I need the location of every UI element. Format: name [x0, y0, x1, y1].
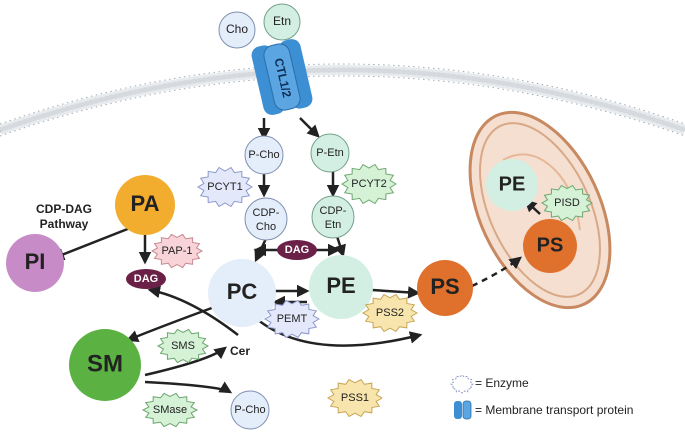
ctl1-2-transporter: CTL1/2 — [251, 39, 313, 115]
pi-node: PI — [6, 234, 64, 292]
dag-left-pill: DAG — [126, 269, 166, 289]
enzyme-label-pcyt1: PCYT1 — [207, 181, 242, 193]
pe-label: PE — [326, 273, 355, 298]
enzyme-label-pss2: PSS2 — [376, 307, 404, 319]
pc-node: PC — [208, 259, 276, 327]
ps-mito-label: PS — [537, 234, 564, 256]
pa-node: PA — [115, 175, 175, 235]
enzyme-burst-shape — [141, 392, 199, 428]
ps-mito-node: PS — [523, 219, 577, 273]
enzyme-burst-shape — [197, 166, 253, 208]
enzyme-pss1: PSS1 — [326, 378, 384, 418]
enzyme-burst-shape — [541, 184, 593, 222]
enzyme-label-pap1: PAP-1 — [162, 245, 193, 257]
etn-node: Etn — [263, 3, 301, 41]
enzyme-smase: SMase — [141, 392, 199, 428]
enzyme-label-pisd: PISD — [554, 197, 580, 209]
enzyme-pemt: PEMT — [263, 299, 321, 339]
dag-center-pill: DAG — [253, 240, 341, 260]
p-etn-label: P-Etn — [316, 147, 344, 159]
p-cho-bottom-node: P-Cho — [230, 390, 270, 430]
sm-label: SM — [87, 350, 123, 377]
transport-protein-legend-icon — [454, 400, 472, 420]
enzyme-label-pemt: PEMT — [277, 313, 308, 325]
legend: = Enzyme = Membrane transport protein — [450, 374, 633, 420]
pe-mito-node: PE — [486, 159, 538, 211]
enzyme-burst-shape — [341, 163, 397, 205]
cdp-dag-pathway-label: CDP-DAG Pathway — [36, 202, 92, 231]
cer-label: Cer — [230, 344, 250, 358]
enzyme-sms: SMS — [156, 328, 210, 364]
cdp-etn-node: CDP- Etn — [311, 195, 355, 239]
cdp-cho-label-line1: CDP- — [253, 207, 280, 219]
legend-enzyme-label: = Enzyme — [475, 376, 529, 390]
enzyme-pcyt1: PCYT1 — [197, 166, 253, 208]
pe-node: PE — [309, 255, 373, 319]
p-cho-node: P-Cho — [244, 135, 284, 175]
enzyme-pap1: PAP-1 — [150, 233, 204, 269]
enzyme-pss2: PSS2 — [361, 293, 419, 333]
dag-center-label: DAG — [285, 244, 309, 256]
pathway-label-line2: Pathway — [40, 217, 89, 231]
cho-label: Cho — [226, 22, 248, 36]
enzyme-label-sms: SMS — [171, 340, 195, 352]
plasma-membrane — [0, 63, 685, 137]
pe-mito-label: PE — [499, 173, 526, 195]
enzyme-burst-shape — [326, 378, 384, 418]
ps-label: PS — [430, 274, 459, 299]
pc-label: PC — [227, 279, 258, 304]
etn-label: Etn — [273, 14, 291, 28]
legend-transport-label: = Membrane transport protein — [475, 403, 633, 417]
p-etn-node: P-Etn — [310, 133, 350, 173]
cho-node: Cho — [218, 11, 256, 49]
cdp-cho-node: CDP- Cho — [244, 197, 288, 241]
enzyme-burst-shape — [156, 328, 210, 364]
enzyme-burst-shape — [150, 233, 204, 269]
cdp-cho-label-line2: Cho — [256, 221, 276, 233]
enzyme-label-pcyt2: PCYT2 — [351, 178, 386, 190]
pi-label: PI — [25, 249, 46, 274]
enzyme-pisd: PISD — [541, 184, 593, 222]
cdp-etn-label-line2: Etn — [325, 219, 342, 231]
pathway-label-line1: CDP-DAG — [36, 202, 92, 216]
p-cho-label: P-Cho — [248, 149, 279, 161]
enzyme-burst-shape — [263, 299, 321, 339]
enzyme-burst-shape — [361, 293, 419, 333]
enzyme-label-pss1: PSS1 — [341, 392, 369, 404]
enzyme-legend-icon — [450, 374, 474, 394]
cdp-etn-label-line1: CDP- — [320, 205, 347, 217]
enzyme-pcyt2: PCYT2 — [341, 163, 397, 205]
enzyme-legend-burst-shape — [450, 374, 474, 394]
pa-label: PA — [131, 191, 160, 216]
dag-left-label: DAG — [134, 273, 158, 285]
enzyme-label-smase: SMase — [153, 404, 187, 416]
ps-node: PS — [417, 260, 473, 316]
p-cho-bottom-label: P-Cho — [234, 404, 265, 416]
sm-node: SM — [69, 329, 141, 401]
